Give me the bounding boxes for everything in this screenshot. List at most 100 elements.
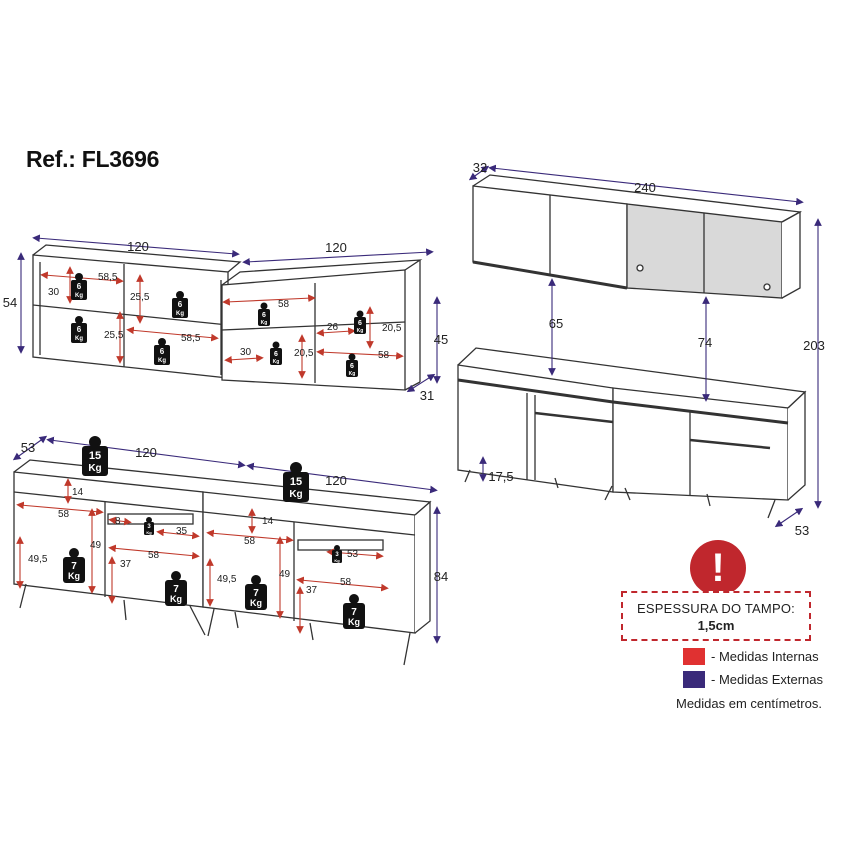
svg-text:6: 6 [350, 363, 354, 370]
dim-base-int-49-b: 49 [279, 569, 291, 580]
weight-icon: 6 Kg [154, 338, 170, 365]
dim-wall-depth: 32 [473, 160, 487, 175]
dim-base-depth-right: 53 [795, 523, 809, 538]
dim-base-depth-left: 53 [21, 440, 35, 455]
shelf-internal-labels: 58,5 30 25,5 25,5 58,5 58 30 20,5 26 20,… [48, 272, 402, 361]
svg-text:6: 6 [77, 282, 82, 291]
dim-shelf-int-30-a: 30 [48, 287, 60, 298]
dim-shelf-right-width: 120 [325, 240, 347, 255]
dim-base-height: 84 [434, 569, 448, 584]
legend-internal-label: - Medidas Internas [711, 648, 819, 664]
dim-shelf-int-30-b: 30 [240, 347, 252, 358]
dim-shelf-right-height: 45 [434, 332, 448, 347]
dim-shelf-int-20-5-b: 20,5 [382, 323, 402, 334]
dim-base-int-53: 53 [347, 549, 359, 560]
dim-base-int-37-b: 37 [306, 585, 318, 596]
svg-text:Kg: Kg [348, 617, 360, 627]
weight-icon: 6 Kg [346, 353, 358, 377]
base-internal-labels: 14 58 8 35 49 49,5 58 37 14 58 53 49 49,… [28, 487, 359, 596]
dim-base-left-width: 120 [135, 445, 157, 460]
dim-shelf-int-20-5-a: 20,5 [294, 348, 314, 359]
internal-swatch [683, 647, 705, 665]
dim-wall-width: 240 [634, 180, 656, 195]
svg-text:Kg: Kg [289, 489, 302, 500]
svg-text:6: 6 [77, 325, 82, 334]
svg-text:Kg: Kg [273, 359, 280, 365]
svg-text:Kg: Kg [146, 530, 152, 535]
dim-leg-height: 17,5 [488, 469, 513, 484]
svg-text:Kg: Kg [170, 594, 182, 604]
dim-base-int-58-c: 58 [244, 536, 256, 547]
legend-internal: - Medidas Internas [683, 647, 819, 665]
svg-text:3: 3 [335, 552, 339, 558]
wall-external-dims [468, 164, 822, 528]
dim-shelf-depth: 31 [420, 388, 434, 403]
dim-base-int-58-d: 58 [340, 577, 352, 588]
notice-line-2: 1,5cm [697, 618, 735, 633]
weight-icon: 7 Kg [245, 575, 267, 610]
weight-icon: 6 Kg [270, 341, 282, 365]
weight-icon-small: 3 Kg [144, 517, 154, 535]
base-cabinet-right-drawing [457, 347, 807, 519]
dim-base-int-58-b: 58 [148, 550, 160, 561]
dim-base-int-14-b: 14 [262, 516, 274, 527]
dim-total-height: 203 [803, 338, 825, 353]
countertop-thickness-notice: ESPESSURA DO TAMPO: 1,5cm [621, 591, 811, 641]
svg-text:6: 6 [160, 347, 165, 356]
svg-text:Kg: Kg [357, 328, 364, 334]
dim-shelf-int-26: 26 [327, 322, 339, 333]
svg-text:Kg: Kg [334, 558, 340, 563]
weight-icon-small: 3 Kg [332, 545, 342, 563]
svg-text:Kg: Kg [75, 293, 83, 299]
dim-shelf-int-25-5-b: 25,5 [104, 330, 124, 341]
svg-text:Kg: Kg [261, 320, 268, 326]
svg-text:Kg: Kg [68, 571, 80, 581]
dim-gap-65: 65 [549, 316, 563, 331]
svg-text:6: 6 [274, 351, 278, 358]
dim-base-int-37-a: 37 [120, 559, 132, 570]
shelf-internal-dims [40, 266, 404, 379]
weight-icon: 7 Kg [343, 594, 365, 629]
shelf-external-dims [17, 234, 441, 393]
svg-text:6: 6 [262, 312, 266, 319]
notice-line-1: ESPESSURA DO TAMPO: [637, 601, 795, 616]
svg-text:7: 7 [253, 588, 259, 599]
svg-text:3: 3 [147, 524, 151, 530]
dim-base-int-35: 35 [176, 526, 188, 537]
svg-text:7: 7 [173, 584, 179, 595]
svg-text:Kg: Kg [176, 311, 184, 317]
dim-shelf-int-58-5-b: 58,5 [181, 333, 201, 344]
dim-base-int-49-5-a: 49,5 [28, 554, 48, 565]
dim-shelf-int-58-b: 58 [378, 350, 390, 361]
dim-gap-74: 74 [698, 335, 712, 350]
weight-icon-large: 15 Kg [283, 462, 309, 502]
external-swatch [683, 670, 705, 688]
svg-text:Kg: Kg [349, 371, 356, 377]
weight-icon: 6 Kg [71, 273, 87, 300]
dim-shelf-int-25-5-a: 25,5 [130, 292, 150, 303]
legend-external-label: - Medidas Externas [711, 671, 823, 687]
svg-text:6: 6 [358, 320, 362, 327]
wall-cabinet-drawing [472, 174, 803, 299]
base-internal-dims [16, 478, 389, 634]
weight-icon: 6 Kg [172, 291, 188, 318]
svg-text:Kg: Kg [158, 358, 166, 364]
weight-icon: 6 Kg [354, 310, 366, 334]
weight-icon-large: 15 Kg [82, 436, 108, 476]
svg-text:7: 7 [71, 561, 77, 572]
weight-icon: 7 Kg [63, 548, 85, 583]
dim-base-int-58-a: 58 [58, 509, 70, 520]
reference-title: Ref.: FL3696 [26, 146, 160, 172]
weight-icon: 6 Kg [71, 316, 87, 343]
dim-base-right-width: 120 [325, 473, 347, 488]
dim-shelf-height: 54 [3, 295, 17, 310]
weight-icon: 7 Kg [165, 571, 187, 606]
weight-icon: 6 Kg [258, 302, 270, 326]
svg-text:7: 7 [351, 607, 357, 618]
base-external-dims [12, 435, 441, 644]
svg-text:Kg: Kg [88, 463, 101, 474]
dim-shelf-int-58-5-a: 58,5 [98, 272, 118, 283]
weight-icons: 6 Kg 6 Kg 6 Kg 6 Kg 6 Kg [63, 273, 366, 629]
